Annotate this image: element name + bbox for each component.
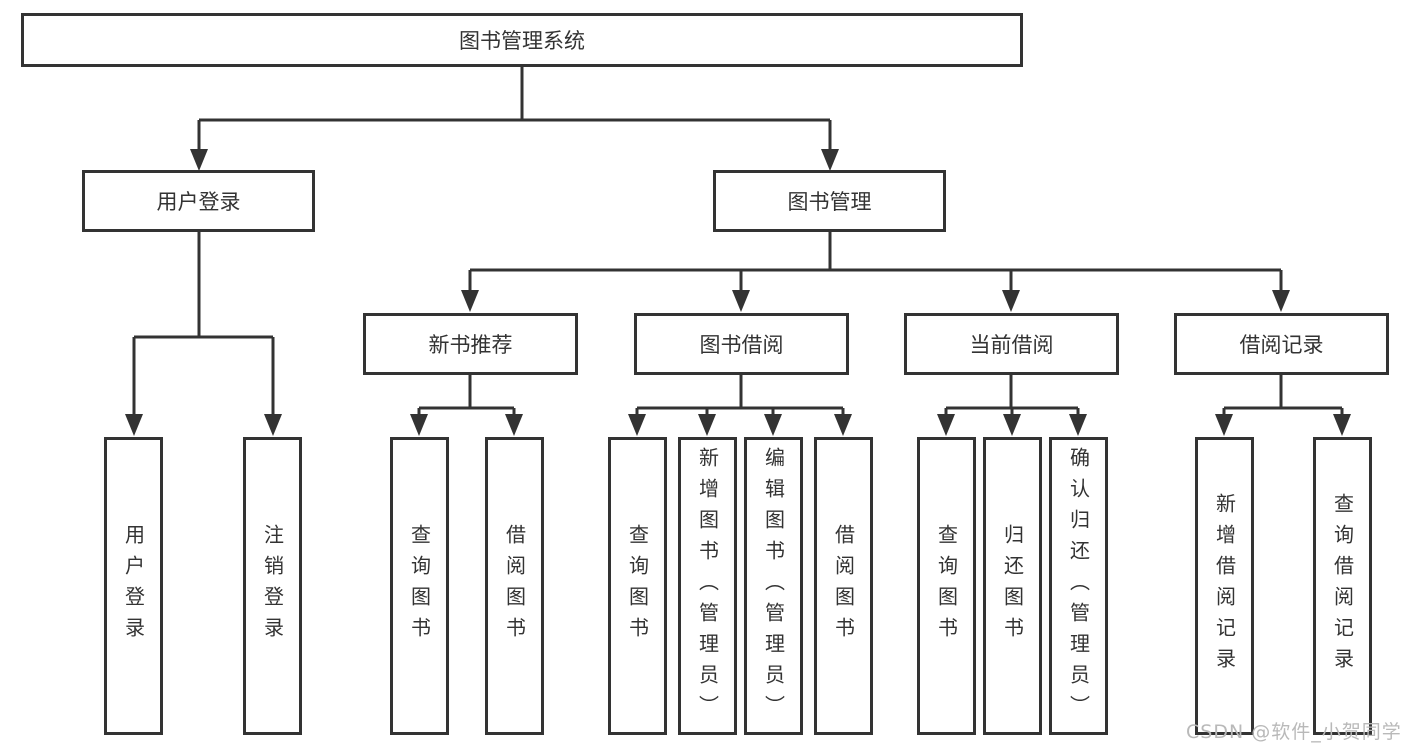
node-book-management: 图书管理 (713, 170, 946, 232)
leaf-query-books-recommend: 查询图书 (390, 437, 449, 735)
node-book-borrow-label: 图书借阅 (699, 333, 784, 357)
leaf-add-books-admin-label: 新增图书（管理员） (695, 446, 720, 726)
node-borrow-records: 借阅记录 (1174, 313, 1389, 375)
arrowhead (1272, 290, 1290, 312)
leaf-logout: 注销登录 (243, 437, 302, 735)
arrowhead (1003, 414, 1021, 436)
leaf-user-login: 用户登录 (104, 437, 163, 735)
leaf-query-borrow-record-label: 查询借阅记录 (1330, 493, 1355, 679)
leaf-borrow-books-recommend-label: 借阅图书 (502, 524, 527, 648)
leaf-query-books-borrow: 查询图书 (608, 437, 667, 735)
arrowhead (1069, 414, 1087, 436)
node-new-book-recommend: 新书推荐 (363, 313, 578, 375)
leaf-borrow-books-label: 借阅图书 (831, 524, 856, 648)
node-root-label: 图书管理系统 (459, 29, 585, 53)
arrowhead (264, 414, 282, 436)
node-book-management-label: 图书管理 (787, 190, 872, 214)
arrowhead (732, 290, 750, 312)
node-user-login-label: 用户登录 (156, 190, 241, 214)
arrowhead (1215, 414, 1233, 436)
connector-current-borrow-to-leaves (937, 375, 1087, 436)
arrowhead (628, 414, 646, 436)
leaf-query-books-current-label: 查询图书 (934, 524, 959, 648)
connector-new-book-to-leaves (410, 375, 523, 436)
leaf-confirm-return-admin-label: 确认归还（管理员） (1066, 446, 1091, 726)
arrowhead (1002, 290, 1020, 312)
arrowhead (1333, 414, 1351, 436)
leaf-query-books-current: 查询图书 (917, 437, 976, 735)
leaf-edit-books-admin: 编辑图书（管理员） (744, 437, 803, 735)
leaf-logout-label: 注销登录 (260, 524, 285, 648)
connector-borrow-records-to-leaves (1215, 375, 1351, 436)
arrowhead (821, 149, 839, 171)
node-borrow-records-label: 借阅记录 (1239, 333, 1324, 357)
arrowhead (190, 149, 208, 171)
arrowhead (764, 414, 782, 436)
leaf-add-borrow-record: 新增借阅记录 (1195, 437, 1254, 735)
connector-book-borrow-to-leaves (628, 375, 852, 436)
leaf-add-books-admin: 新增图书（管理员） (678, 437, 737, 735)
arrowhead (505, 414, 523, 436)
leaf-return-books: 归还图书 (983, 437, 1042, 735)
arrowhead (410, 414, 428, 436)
node-root: 图书管理系统 (21, 13, 1023, 67)
connector-root-to-level2 (190, 67, 839, 171)
node-book-borrow: 图书借阅 (634, 313, 849, 375)
arrowhead (461, 290, 479, 312)
arrowhead (937, 414, 955, 436)
leaf-query-books-recommend-label: 查询图书 (407, 524, 432, 648)
leaf-query-books-borrow-label: 查询图书 (625, 524, 650, 648)
leaf-query-borrow-record: 查询借阅记录 (1313, 437, 1372, 735)
leaf-add-borrow-record-label: 新增借阅记录 (1212, 493, 1237, 679)
leaf-user-login-label: 用户登录 (121, 524, 146, 648)
watermark: CSDN @软件_小贺同学 (1186, 721, 1402, 743)
node-current-borrow-label: 当前借阅 (969, 333, 1054, 357)
leaf-borrow-books-recommend: 借阅图书 (485, 437, 544, 735)
leaf-return-books-label: 归还图书 (1000, 524, 1025, 648)
connector-book-management-to-level3 (461, 232, 1290, 312)
node-current-borrow: 当前借阅 (904, 313, 1119, 375)
node-new-book-recommend-label: 新书推荐 (428, 333, 513, 357)
connector-user-login-to-leaves (125, 232, 282, 436)
arrowhead (698, 414, 716, 436)
arrowhead (125, 414, 143, 436)
leaf-edit-books-admin-label: 编辑图书（管理员） (761, 446, 786, 726)
leaf-borrow-books: 借阅图书 (814, 437, 873, 735)
leaf-confirm-return-admin: 确认归还（管理员） (1049, 437, 1108, 735)
node-user-login: 用户登录 (82, 170, 315, 232)
arrowhead (834, 414, 852, 436)
